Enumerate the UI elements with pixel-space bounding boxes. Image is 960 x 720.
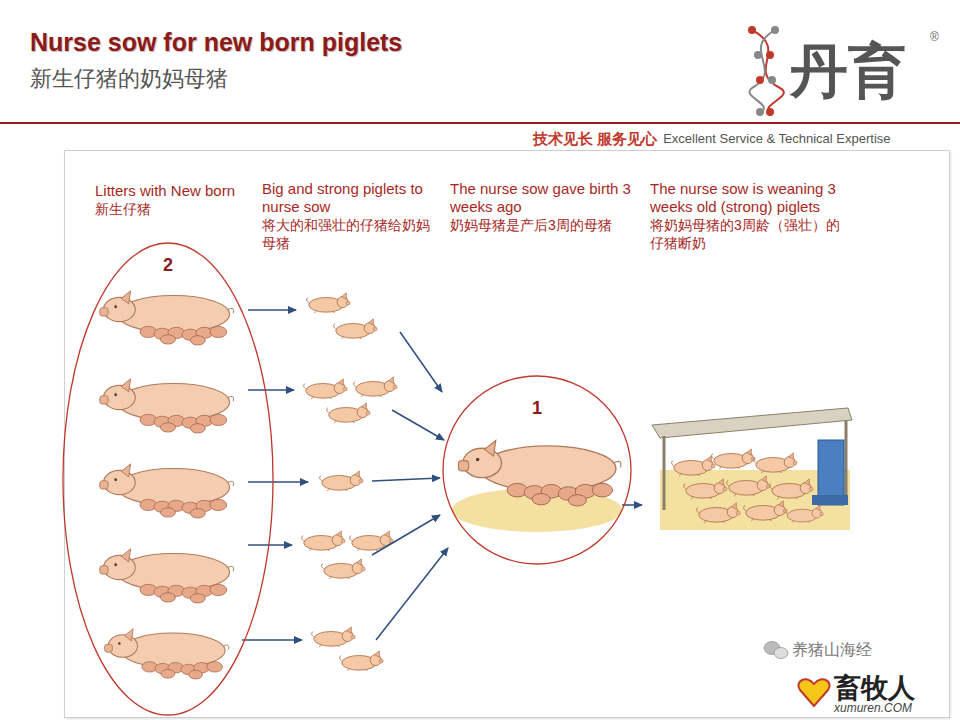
node-outline — [62, 242, 274, 716]
column-title: Litters with New born — [95, 182, 247, 200]
column-header: The nurse sow is weaning 3 weeks old (st… — [650, 180, 845, 252]
column-title-cn: 将奶妈母猪的3周龄（强壮）的仔猪断奶 — [650, 216, 845, 252]
weaning-pen — [652, 408, 852, 530]
watermark-brand: 畜牧人 — [834, 670, 915, 706]
slogan: 技术见长 服务见心 — [533, 130, 657, 149]
column-title: The nurse sow is weaning 3 weeks old (st… — [650, 180, 845, 216]
column-title: Big and strong piglets to nurse sow — [262, 180, 442, 216]
registered-mark: ® — [930, 30, 939, 44]
header-rule — [0, 122, 960, 124]
callout-number: 1 — [442, 397, 632, 419]
watermark: 养猪山海经 — [792, 640, 872, 661]
column-header: Big and strong piglets to nurse sow将大的和强… — [262, 180, 442, 252]
node-shape — [63, 243, 273, 715]
wechat-icon — [764, 642, 788, 659]
flow-arrows — [242, 310, 642, 640]
column-header: The nurse sow gave birth 3 weeks ago奶妈母猪… — [450, 180, 640, 234]
node-shape — [443, 376, 631, 564]
diagram-panel — [64, 150, 950, 718]
column-title-cn: 将大的和强壮的仔猪给奶妈母猪 — [262, 216, 442, 252]
page-title: Nurse sow for new born piglets — [30, 28, 402, 57]
callout-number: 2 — [62, 254, 274, 276]
column-header: Litters with New born新生仔猪 — [95, 182, 247, 218]
column-title: The nurse sow gave birth 3 weeks ago — [450, 180, 640, 216]
subtitle: 新生仔猪的奶妈母猪 — [30, 64, 228, 94]
column-title-cn: 奶妈母猪是产后3周的母猪 — [450, 216, 640, 234]
nurse-sow-circle: 1 — [442, 375, 632, 565]
logo-text: 丹育 — [790, 42, 906, 100]
column-title-cn: 新生仔猪 — [95, 200, 247, 218]
heart-icon — [798, 679, 829, 706]
litter-group-ellipse: 2 — [62, 242, 274, 716]
slogan-english: Excellent Service & Technical Expertise — [663, 131, 890, 146]
logo-helix — [748, 26, 784, 116]
watermark-url: xumuren.COM — [834, 701, 912, 715]
